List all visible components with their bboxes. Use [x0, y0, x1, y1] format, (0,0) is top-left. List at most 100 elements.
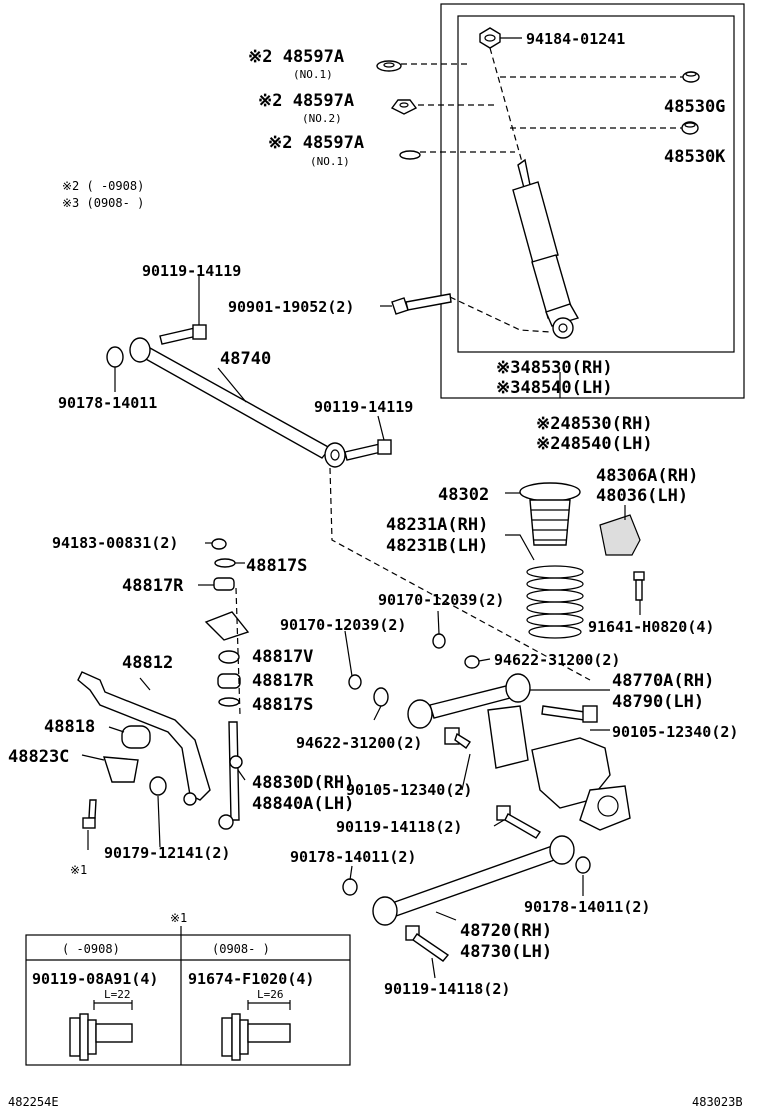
bolt-90119-08a91-icon [69, 1013, 133, 1061]
label-94183: 94183-00831(2) [52, 534, 178, 552]
nut-90170-b-icon [348, 674, 362, 690]
bushing-48817v-icon [218, 650, 240, 664]
bracket-48823c-icon [103, 756, 139, 783]
label-48540-lh-2: ※248540(LH) [536, 434, 653, 454]
label-48817s-a: 48817S [246, 556, 307, 576]
bushing-48817r-b-icon [217, 673, 241, 689]
bolt-90179-icon [149, 776, 167, 796]
bolt-90119-118b-icon [405, 925, 450, 962]
washer-94622-b-icon [373, 687, 389, 707]
bolt-90105-b-icon [444, 727, 471, 749]
nut-94183-icon [211, 538, 227, 550]
table-col2-header: (0908- ) [212, 942, 270, 956]
label-48830d: 48830D(RH) [252, 773, 354, 793]
axle-housing-icon [487, 705, 631, 831]
label-48306a: 48306A(RH) [596, 466, 698, 486]
label-48720: 48720(RH) [460, 921, 552, 941]
washer-94622-a-icon [464, 655, 480, 669]
label-48540-lh-3: ※348540(LH) [496, 378, 613, 398]
washer-no2-icon [390, 99, 418, 115]
label-90119-top: 90119-14119 [142, 262, 241, 280]
label-48231b: 48231B(LH) [386, 536, 488, 556]
footer-right-code: 483023B [692, 1095, 743, 1109]
lower-control-arm-icon [372, 835, 575, 926]
bolt-90901-icon [391, 293, 452, 315]
shock-outer-frame [440, 3, 745, 399]
label-48823c: 48823C [8, 747, 69, 767]
label-48530-rh-3: ※348530(RH) [496, 358, 613, 378]
bolt-90105-a-icon [541, 705, 598, 723]
label-94184: 94184-01241 [526, 30, 625, 48]
bushing-90178-icon [106, 346, 124, 368]
label-48790: 48790(LH) [612, 692, 704, 712]
label-48817s-b: 48817S [252, 695, 313, 715]
washer-no1b-icon [399, 150, 421, 160]
label-48817r-b: 48817R [252, 671, 314, 691]
bushing-48530k-icon [681, 121, 699, 135]
label-48740: 48740 [220, 349, 271, 369]
washer-no1-icon [376, 60, 402, 72]
label-48818: 48818 [44, 717, 95, 737]
label-48597a-3: ※2 48597A [268, 133, 364, 153]
label-48812: 48812 [122, 653, 173, 673]
washer-48817s-b-icon [218, 697, 240, 707]
bushing-48818-icon [121, 725, 151, 749]
stabilizer-link-icon [218, 721, 243, 830]
label-90178-b: 90178-14011(2) [290, 848, 416, 866]
shock-absorber-icon [512, 158, 580, 339]
bolt-length-table: ( -0908) (0908- ) 90119-08A91(4) 91674-F… [25, 934, 351, 1066]
spring-bracket-48306a-icon [599, 514, 641, 556]
label-90119-118b: 90119-14118(2) [384, 980, 510, 998]
bracket-plate-icon [204, 611, 250, 641]
label-48231a: 48231A(RH) [386, 515, 488, 535]
bolt-90119-mid-icon [344, 439, 392, 461]
bump-stop-48302-icon [519, 482, 581, 546]
bolt-91674-f1020-icon [221, 1013, 291, 1061]
table-col2-length: L=26 [257, 988, 284, 1001]
label-90119-118a: 90119-14118(2) [336, 818, 462, 836]
nut-90178-b-icon [342, 878, 358, 896]
bushing-48817r-a-icon [213, 577, 235, 591]
table-col1-length: L=22 [104, 988, 131, 1001]
table-callout: ※1 [170, 911, 187, 925]
note-2: ※2 ( -0908) [62, 179, 144, 193]
label-90178-c: 90178-14011(2) [524, 898, 650, 916]
nut-90178-c-icon [575, 856, 591, 874]
table-col1-header: ( -0908) [62, 942, 120, 956]
label-90170-a: 90170-12039(2) [378, 591, 504, 609]
label-90179: 90179-12141(2) [104, 844, 230, 862]
table-col2-part: 91674-F1020(4) [188, 970, 314, 988]
washer-48817s-a-icon [214, 558, 236, 568]
label-90105-b: 90105-12340(2) [346, 781, 472, 799]
label-48302: 48302 [438, 485, 489, 505]
stabilizer-bar-48812-icon [77, 671, 211, 806]
label-90170-b: 90170-12039(2) [280, 616, 406, 634]
label-90901: 90901-19052(2) [228, 298, 354, 316]
label-48597a-1: ※2 48597A [248, 47, 344, 67]
bolt-note1-icon [82, 799, 97, 829]
label-48530k: 48530K [664, 147, 726, 167]
shock-inner-frame [457, 15, 735, 353]
bolt-91641-icon [633, 571, 645, 601]
upper-control-arm-icon [407, 673, 531, 729]
label-48530g: 48530G [664, 97, 725, 117]
label-90178-a: 90178-14011 [58, 394, 157, 412]
note-1-marker: ※1 [70, 863, 87, 877]
bolt-90119-top-icon [159, 324, 207, 345]
nut-94184-icon [479, 27, 501, 49]
nut-90170-a-icon [432, 633, 446, 649]
label-90119-mid: 90119-14119 [314, 398, 413, 416]
table-col1-part: 90119-08A91(4) [32, 970, 158, 988]
label-48530-rh-2: ※248530(RH) [536, 414, 653, 434]
label-90105-a: 90105-12340(2) [612, 723, 738, 741]
label-91641: 91641-H0820(4) [588, 618, 714, 636]
coil-spring-48231-icon [526, 565, 584, 639]
note-3: ※3 (0908- ) [62, 196, 144, 210]
label-48730: 48730(LH) [460, 942, 552, 962]
label-48597a-1-sub: (NO.1) [293, 68, 333, 81]
bushing-48530g-icon [682, 71, 700, 83]
label-94622-a: 94622-31200(2) [494, 651, 620, 669]
label-48597a-2: ※2 48597A [258, 91, 354, 111]
